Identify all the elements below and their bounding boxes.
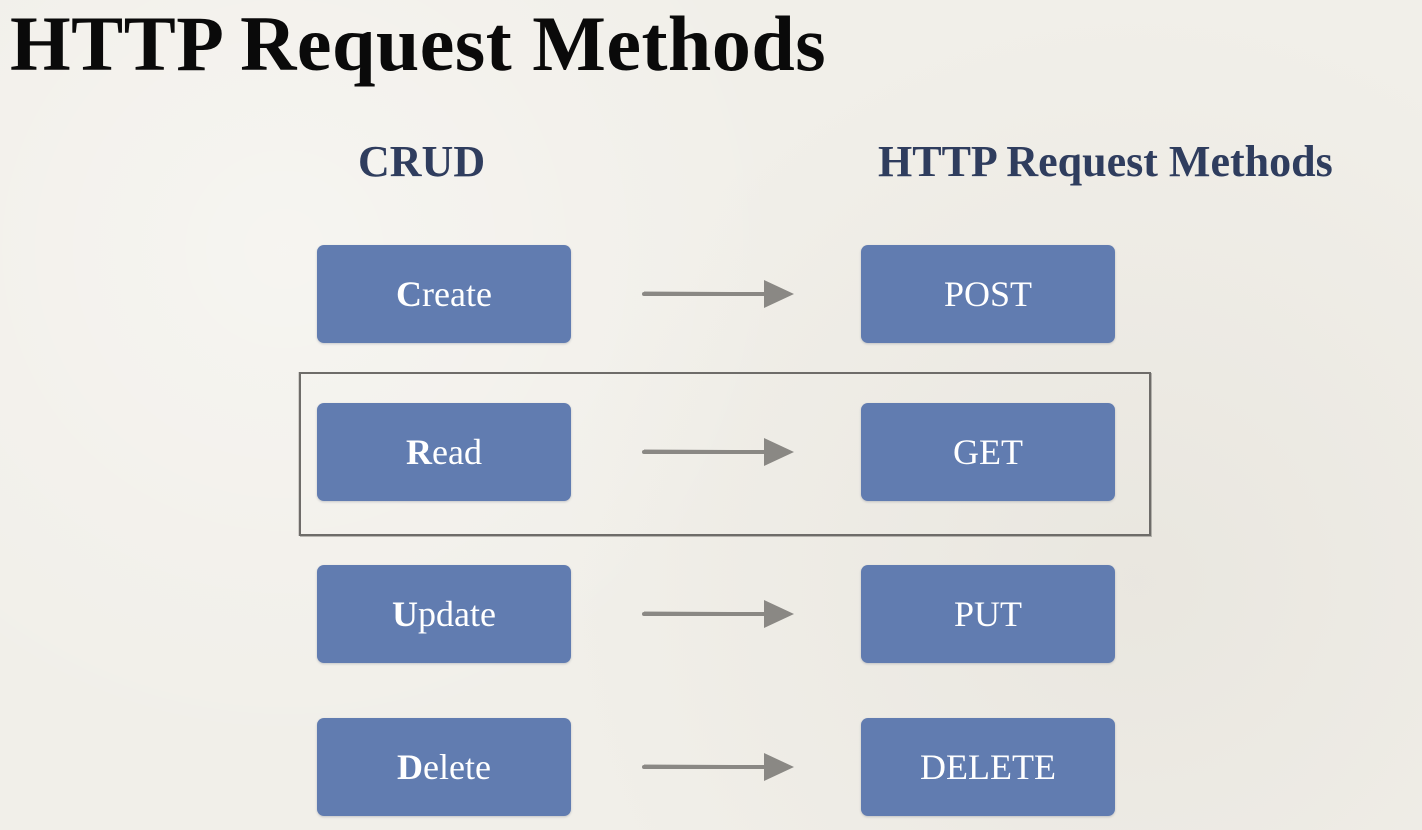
mapping-arrow-icon [642,280,794,308]
http-method-label: DELETE [920,747,1056,787]
crud-initial: U [392,594,419,634]
http-method-box-post: POST [861,245,1115,343]
crud-initial: D [397,747,424,787]
crud-label-rest: pdate [418,594,496,634]
http-method-label: PUT [953,594,1022,634]
crud-label-rest: reate [422,274,492,314]
http-method-label: POST [943,274,1033,314]
http-method-box-get: GET [861,403,1115,501]
http-method-label: GET [953,432,1023,472]
crud-label-rest: ead [432,432,482,472]
mapping-arrow-icon [642,753,794,781]
slide-title: HTTP Request Methods [10,0,827,87]
http-methods-column-header: HTTP Request Methods [878,137,1333,186]
mapping-arrow-icon [642,600,794,628]
crud-column-header: CRUD [358,137,486,186]
http-method-box-delete: DELETE [861,718,1115,816]
crud-initial: R [406,432,433,472]
http-method-box-put: PUT [861,565,1115,663]
crud-initial: C [396,274,423,314]
mapping-arrow-icon [642,438,794,466]
crud-label-rest: elete [423,747,491,787]
